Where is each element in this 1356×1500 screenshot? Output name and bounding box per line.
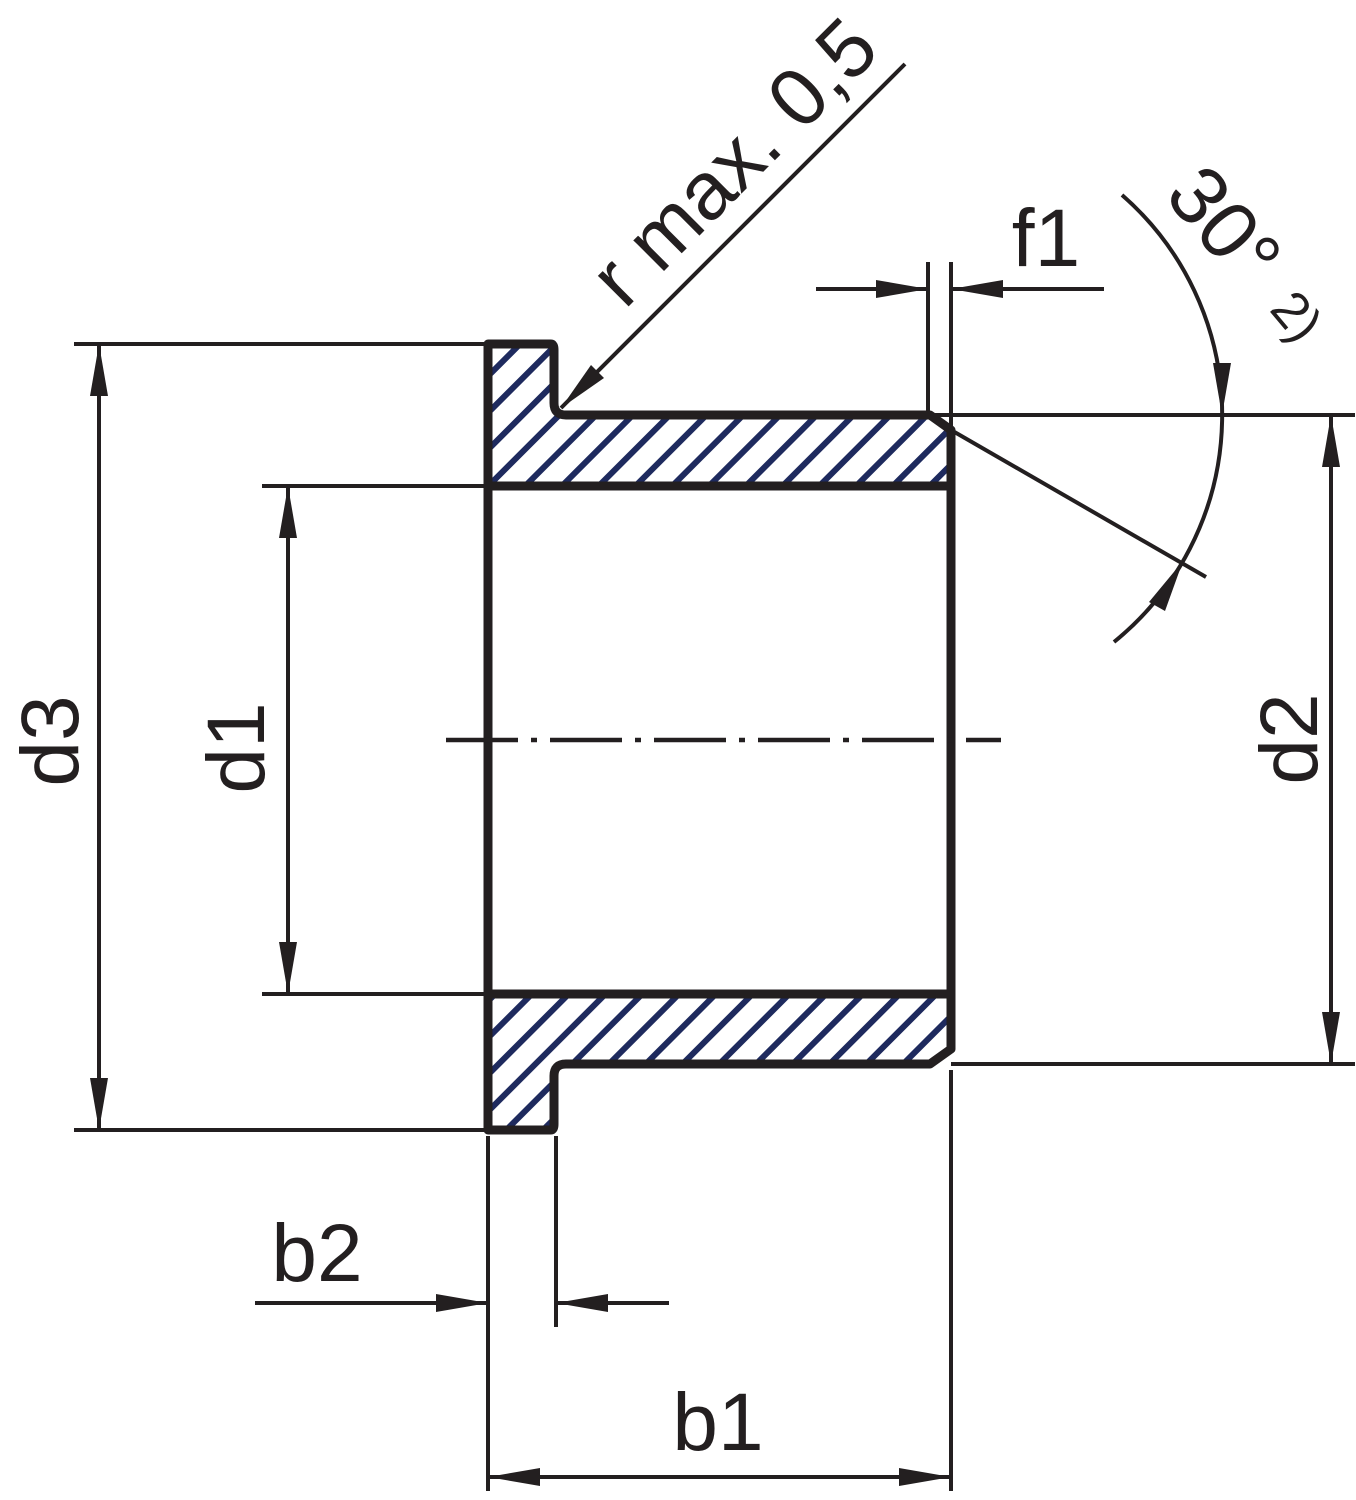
f1-arrow-right bbox=[951, 280, 1003, 298]
angle-label: 30° bbox=[1149, 149, 1298, 302]
angle-footnote-label: 2) bbox=[1259, 280, 1333, 353]
angle-arrow-bottom bbox=[1149, 561, 1183, 611]
d3-arrow-up bbox=[90, 344, 108, 396]
f1-label: f1 bbox=[1012, 193, 1080, 284]
b1-arrow-right bbox=[899, 1468, 951, 1486]
dimension-b1: b1 bbox=[486, 1070, 953, 1491]
dimension-d3: d3 bbox=[5, 342, 492, 1132]
f1-arrow-left bbox=[876, 280, 928, 298]
d1-arrow-down bbox=[279, 942, 297, 994]
radius-note: r max. 0,5 bbox=[559, 1, 907, 410]
b1-arrow-left bbox=[488, 1468, 540, 1486]
radius-note-label: r max. 0,5 bbox=[573, 1, 895, 323]
d1-arrow-up bbox=[279, 486, 297, 538]
d2-label: d2 bbox=[1244, 693, 1335, 784]
radius-leader-line bbox=[559, 62, 907, 410]
d3-label: d3 bbox=[5, 695, 96, 786]
dimension-angle-30: 30° 2) bbox=[950, 149, 1333, 644]
dimension-b2: b2 bbox=[255, 1136, 669, 1327]
dimension-d2: d2 bbox=[930, 413, 1355, 1066]
b2-arrow-left bbox=[436, 1294, 488, 1312]
angle-arrow-top bbox=[1213, 363, 1231, 415]
b1-label: b1 bbox=[672, 1377, 763, 1468]
d2-arrow-up bbox=[1322, 415, 1340, 467]
section-hatching bbox=[488, 344, 951, 1130]
bushing-profile bbox=[483, 339, 956, 1135]
b2-label: b2 bbox=[271, 1208, 362, 1299]
chamfer-angle-reference-line bbox=[950, 428, 1207, 579]
d1-label: d1 bbox=[191, 702, 282, 793]
dimension-f1: f1 bbox=[816, 193, 1104, 430]
b2-arrow-right bbox=[556, 1294, 608, 1312]
dimension-d1: d1 bbox=[191, 484, 492, 996]
d3-arrow-down bbox=[90, 1078, 108, 1130]
radius-leader-arrow bbox=[561, 365, 604, 408]
d2-arrow-down bbox=[1322, 1012, 1340, 1064]
part-outline bbox=[483, 339, 956, 1135]
